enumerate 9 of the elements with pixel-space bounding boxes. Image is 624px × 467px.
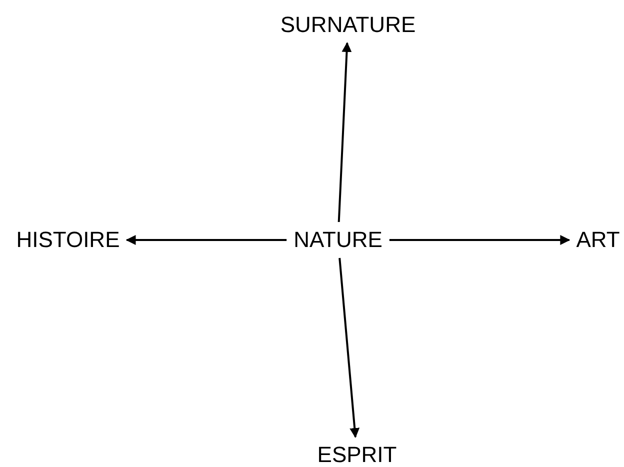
node-label: ART [572,225,624,255]
node-label: HISTOIRE [12,225,124,255]
arrow [338,258,360,438]
arrow [389,235,570,245]
arrow [338,42,352,222]
node-label: ESPRIT [313,440,401,467]
arrow [126,235,287,245]
node-label: SURNATURE [276,10,420,40]
node-label: NATURE [290,225,386,255]
